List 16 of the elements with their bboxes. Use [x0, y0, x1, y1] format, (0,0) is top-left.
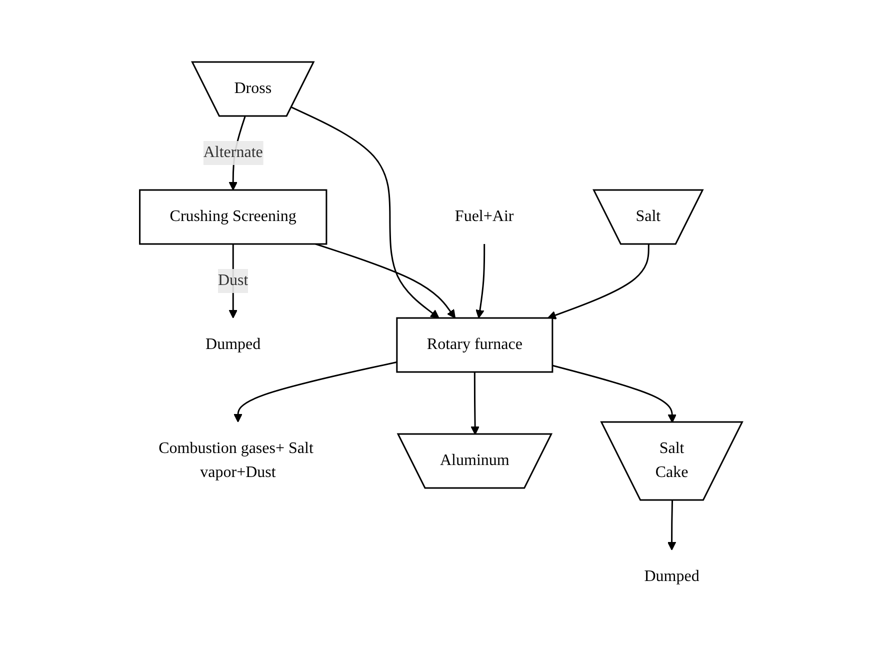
edge-label: Alternate — [204, 144, 264, 161]
arrow — [476, 244, 486, 318]
node-box: Crushing Screening — [139, 189, 328, 245]
arrow — [234, 361, 398, 422]
arrow — [552, 364, 677, 423]
arrow — [548, 244, 650, 320]
node-text: Dumped — [206, 336, 262, 353]
node-text: Dumped — [644, 568, 700, 585]
arrow — [471, 372, 480, 435]
arrow — [316, 243, 456, 318]
node-box: Rotary furnace — [396, 317, 554, 373]
arrow — [292, 106, 440, 318]
node-text: Combustion gases+ Salt vapor+Dust — [158, 440, 314, 481]
arrow — [668, 500, 677, 550]
node-text: Fuel+Air — [455, 208, 514, 225]
edge-label: Dust — [218, 272, 249, 289]
